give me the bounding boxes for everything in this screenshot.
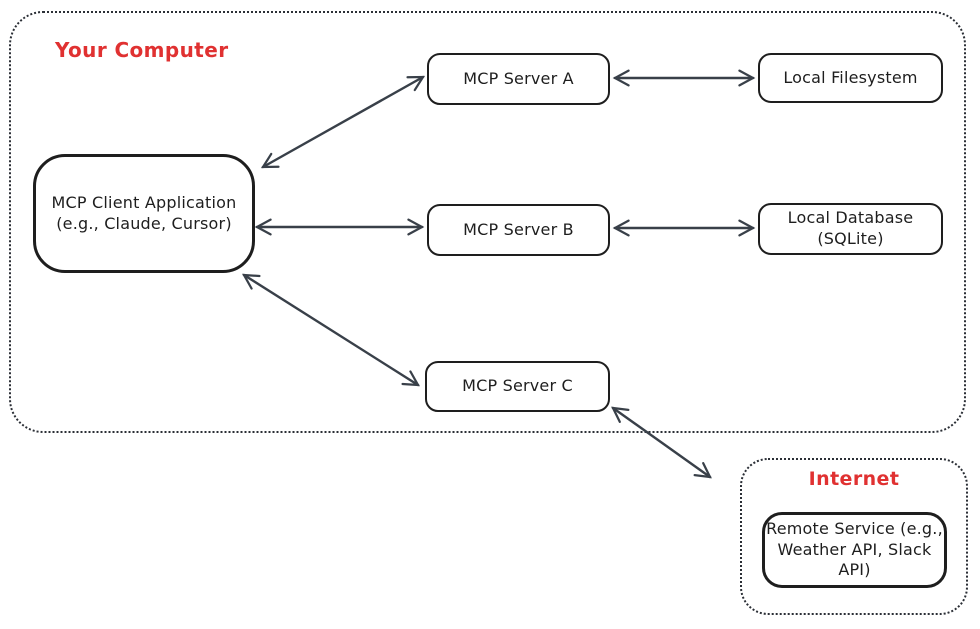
node-mcp-server-b: MCP Server B — [427, 204, 610, 256]
arrow-client-server-c — [242, 273, 420, 387]
node-mcp-client-application-label: MCP Client Application (e.g., Claude, Cu… — [51, 192, 237, 233]
internet-group-label: Internet — [808, 468, 900, 490]
arrow-client-server-a — [260, 75, 426, 169]
internet-group-boundary — [740, 458, 968, 615]
node-remote-service-label: Remote Service (e.g., Weather API, Slack… — [766, 518, 943, 580]
node-local-database: Local Database (SQLite) — [758, 203, 943, 255]
node-mcp-server-c: MCP Server C — [425, 361, 610, 412]
node-local-filesystem-label: Local Filesystem — [783, 67, 918, 87]
arrow-server-c-remote-service — [611, 406, 712, 479]
node-mcp-server-a-label: MCP Server A — [463, 68, 574, 88]
node-local-filesystem: Local Filesystem — [758, 53, 943, 103]
your-computer-group-label: Your Computer — [55, 38, 229, 62]
node-mcp-server-b-label: MCP Server B — [463, 219, 574, 239]
node-mcp-server-a: MCP Server A — [427, 53, 610, 105]
node-mcp-client-application: MCP Client Application (e.g., Claude, Cu… — [33, 154, 255, 273]
node-remote-service: Remote Service (e.g., Weather API, Slack… — [762, 512, 947, 588]
node-local-database-label: Local Database (SQLite) — [787, 208, 914, 248]
your-computer-group-boundary — [9, 11, 966, 433]
node-mcp-server-c-label: MCP Server C — [462, 376, 573, 396]
